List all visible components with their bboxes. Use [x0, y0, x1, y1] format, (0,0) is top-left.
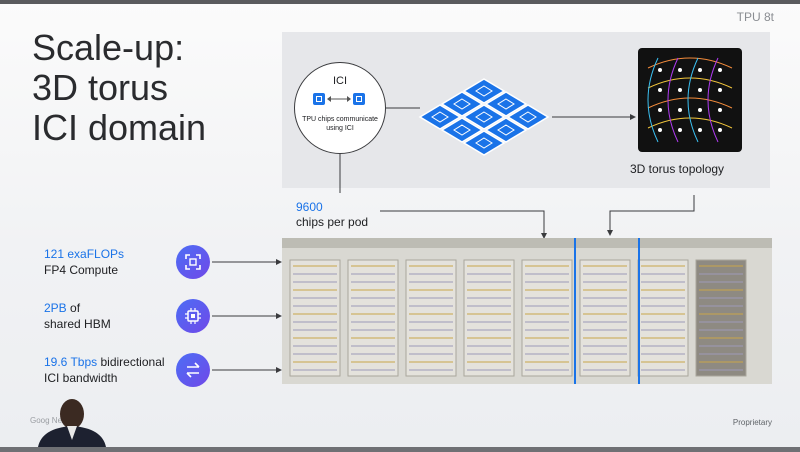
server-rack	[289, 259, 341, 377]
stat-memory-suffix: of	[66, 301, 81, 315]
focus-frame-icon	[176, 245, 210, 279]
tpu-chip-icon	[313, 93, 325, 105]
chip-icon	[176, 299, 210, 333]
tpu-chip-tile-core	[453, 124, 471, 136]
tpu-chip-tile	[418, 104, 462, 130]
ici-node: ICI TPU chips communicate using ICI	[294, 62, 386, 154]
torus-topology-image	[638, 48, 742, 152]
tpu-chip-tile-core	[475, 111, 493, 123]
bidirectional-arrow-icon	[327, 96, 351, 102]
tpu-chip-tile	[440, 117, 484, 143]
stat-memory-label: shared HBM	[44, 317, 111, 331]
stat-compute-label: FP4 Compute	[44, 263, 119, 277]
chip-grid	[418, 78, 550, 156]
tpu-chip-tile	[462, 104, 506, 130]
torus-label: 3D torus topology	[630, 162, 725, 176]
tpu-chip-tile	[484, 91, 528, 117]
tpu-chip-tile-core	[431, 111, 449, 123]
stat-bandwidth: 19.6 Tbps bidirectional ICI bandwidth	[44, 354, 165, 386]
title-line-2: 3D torus	[32, 67, 169, 108]
server-rack	[521, 259, 573, 377]
swap-arrows-icon	[176, 353, 210, 387]
tpu-chip-tile	[506, 104, 550, 130]
tpu-chip-tile	[484, 117, 528, 143]
slide-tag: TPU 8t	[736, 10, 774, 24]
ici-description: TPU chips communicate using ICI	[302, 116, 378, 132]
tpu-chip-tile	[462, 78, 506, 104]
stat-compute-value: 121 exaFLOPs	[44, 247, 125, 261]
server-rack	[637, 259, 689, 377]
tpu-chip-icon	[353, 93, 365, 105]
pod-count-label: chips per pod	[296, 215, 369, 229]
stat-memory-value: 2PB	[44, 301, 67, 315]
tpu-chip-tile-core	[475, 137, 493, 149]
server-rack	[405, 259, 457, 377]
pod-count: 9600 chips per pod	[296, 200, 368, 230]
stat-memory: 2PB of shared HBM	[44, 300, 111, 332]
tpu-chip-tile	[462, 130, 506, 156]
footer-branding: Goog Next	[30, 416, 69, 425]
tpu-chip-tile-core	[497, 98, 515, 110]
stat-bandwidth-suffix: bidirectional	[97, 355, 165, 369]
stat-bandwidth-label: ICI bandwidth	[44, 371, 118, 385]
tpu-pod-racks-image	[282, 238, 772, 384]
tpu-chip-tile-core	[497, 124, 515, 136]
slide-title: Scale-up: 3D torus ICI domain	[32, 28, 206, 148]
highlighted-rack-box	[574, 238, 640, 384]
title-line-3: ICI domain	[32, 107, 207, 148]
stat-bandwidth-value: 19.6 Tbps	[44, 355, 98, 369]
screen-bezel	[0, 0, 800, 4]
tpu-chip-tile-core	[475, 85, 493, 97]
presenter-silhouette	[34, 396, 110, 447]
server-rack	[463, 259, 515, 377]
tpu-chip-tile-core	[453, 98, 471, 110]
title-line-1: Scale-up:	[32, 27, 185, 68]
stat-compute: 121 exaFLOPs FP4 Compute	[44, 246, 124, 278]
ici-label: ICI	[332, 75, 348, 87]
pod-count-number: 9600	[296, 200, 323, 214]
server-rack	[695, 259, 747, 377]
tpu-chip-tile-core	[519, 111, 537, 123]
footer-proprietary: Proprietary	[732, 418, 772, 427]
server-rack	[347, 259, 399, 377]
server-rack	[579, 259, 631, 377]
tpu-chip-tile	[440, 91, 484, 117]
